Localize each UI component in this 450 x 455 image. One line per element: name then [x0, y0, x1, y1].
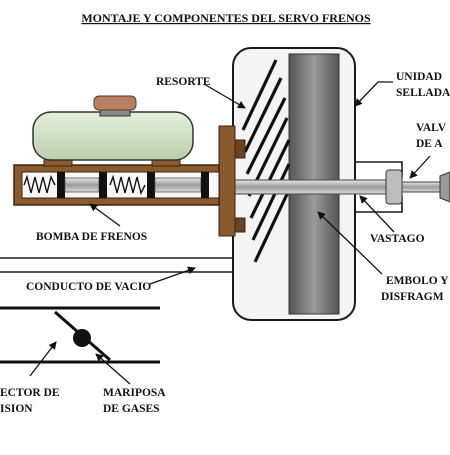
- label-colector-2: ISION: [0, 403, 33, 415]
- label-resorte: RESORTE: [156, 76, 211, 88]
- arrow-icon: [149, 266, 196, 285]
- label-colector-1: ECTOR DE: [0, 387, 60, 399]
- arrow-icon: [359, 195, 395, 233]
- leader-lines: [29, 81, 431, 385]
- spring-icon: [109, 174, 146, 196]
- arrow-icon: [95, 353, 131, 385]
- diagram-title: MONTAJE Y COMPONENTES DEL SERVO FRENOS: [81, 11, 371, 25]
- arrow-icon: [89, 203, 121, 227]
- label-bomba: BOMBA DE FRENOS: [36, 231, 147, 243]
- air-valve: [385, 169, 450, 205]
- label-valvula-1: VALV: [416, 122, 447, 134]
- label-valvula-2: DE A: [416, 138, 443, 150]
- push-rod: [226, 179, 400, 195]
- label-embolo-1: EMBOLO Y: [386, 275, 449, 287]
- butterfly-valve-icon: [54, 310, 111, 362]
- fluid-reservoir: [32, 95, 194, 167]
- master-cylinder: [13, 164, 220, 206]
- arrow-icon: [409, 155, 431, 179]
- label-mariposa-2: DE GASES: [103, 403, 160, 415]
- spring-icon: [23, 174, 56, 194]
- vacuum-conduit: [0, 257, 242, 273]
- label-conducto: CONDUCTO DE VACIO: [26, 281, 151, 293]
- label-vastago: VASTAGO: [370, 233, 425, 245]
- label-embolo-2: DISFRAGM: [381, 291, 444, 303]
- arrow-icon: [203, 83, 246, 109]
- arrow-icon: [29, 341, 57, 377]
- label-unidad-1: UNIDAD: [396, 71, 442, 83]
- arrow-icon: [317, 211, 383, 275]
- label-unidad-2: SELLADA: [396, 87, 450, 99]
- intake-manifold: [0, 306, 160, 364]
- label-mariposa-1: MARIPOSA: [103, 387, 166, 399]
- arrow-icon: [354, 81, 393, 107]
